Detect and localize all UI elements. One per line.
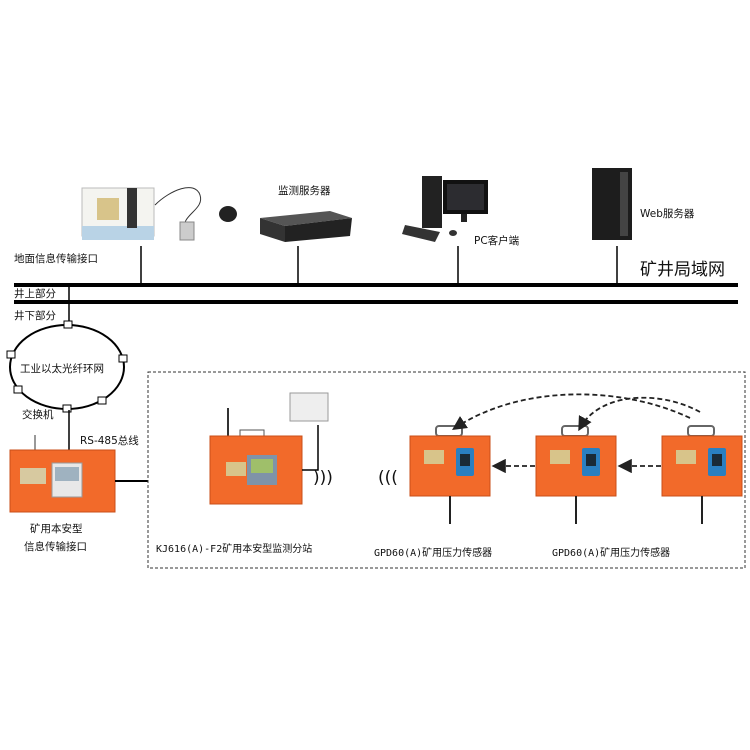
pressure-sensor-device bbox=[409, 425, 491, 524]
pc-client-label: PC客户端 bbox=[474, 234, 520, 247]
substation-device bbox=[209, 392, 329, 505]
surface-interface-device bbox=[81, 187, 237, 241]
monitor-server-device bbox=[260, 211, 352, 242]
surface-interface-label: 地面信息传输接口 bbox=[14, 252, 98, 265]
bus-label: RS-485总线 bbox=[80, 434, 139, 447]
sensor-label: GPD60(A)矿用压力传感器 bbox=[374, 546, 492, 559]
substation-label: KJ616(A)-F2矿用本安型监测分站 bbox=[156, 542, 312, 555]
wireless-icon: ((( bbox=[378, 468, 398, 488]
switch-label: 交换机 bbox=[22, 408, 54, 421]
ring-label: 工业以太光纤环网 bbox=[20, 362, 104, 375]
below-ground-label: 井下部分 bbox=[14, 309, 56, 322]
wireless-icon: ))) bbox=[313, 468, 333, 488]
wireless-relay-arrow bbox=[578, 396, 701, 432]
sensor-label: GPD60(A)矿用压力传感器 bbox=[552, 546, 670, 559]
web-server-label: Web服务器 bbox=[640, 207, 695, 220]
ground-divider-line bbox=[14, 300, 738, 304]
interface-label-line2: 信息传输接口 bbox=[24, 540, 87, 553]
pc-client-device bbox=[402, 176, 488, 242]
web-server-device bbox=[592, 168, 632, 240]
pressure-sensor-device bbox=[661, 425, 743, 524]
above-ground-label: 井上部分 bbox=[14, 287, 56, 300]
wireless-relay-arrow bbox=[451, 393, 691, 430]
mine-interface-device bbox=[9, 435, 116, 513]
lan-drop-lines bbox=[68, 246, 618, 325]
monitor-server-label: 监测服务器 bbox=[278, 184, 331, 197]
interface-label-line1: 矿用本安型 bbox=[30, 522, 83, 535]
lan-bus-line bbox=[14, 283, 738, 287]
fiber-ring bbox=[6, 320, 128, 413]
lan-label: 矿井局域网 bbox=[640, 260, 725, 280]
pressure-sensor-device bbox=[535, 425, 617, 524]
wireless-zone-box bbox=[147, 371, 746, 569]
